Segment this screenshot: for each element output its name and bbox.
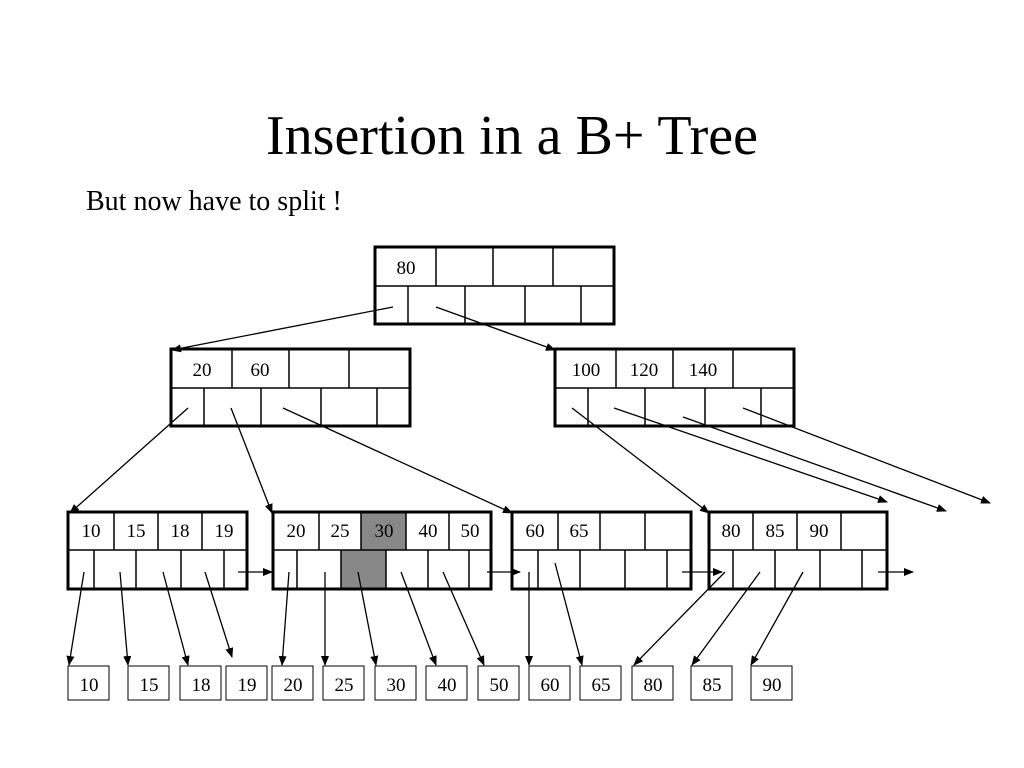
internal-right-key-2: 120 <box>630 360 659 381</box>
record-box: 60 <box>528 665 571 701</box>
slide-subtitle: But now have to split ! <box>86 186 342 217</box>
leaf-node-3: 60 65 <box>510 510 693 591</box>
leaf-node-1: 10 15 18 19 <box>66 510 249 591</box>
leaf2-key-3-highlighted: 30 <box>375 521 394 542</box>
highlight-key-cell <box>361 512 406 550</box>
svg-text:40: 40 <box>438 675 457 696</box>
svg-text:80: 80 <box>644 675 663 696</box>
record-box: 85 <box>690 665 733 701</box>
arrow-root-right <box>435 306 556 351</box>
arrow-int-right-1 <box>571 407 710 514</box>
svg-text:15: 15 <box>140 675 159 696</box>
record-box: 90 <box>750 665 793 701</box>
record-box: 19 <box>225 665 268 701</box>
svg-text:65: 65 <box>592 675 611 696</box>
leaf4-key-3: 90 <box>810 521 829 542</box>
leaf2-key-2: 25 <box>331 521 350 542</box>
record-box: 25 <box>322 665 365 701</box>
svg-text:20: 20 <box>284 675 303 696</box>
leaf1-key-1: 10 <box>82 521 101 542</box>
svg-text:50: 50 <box>490 675 509 696</box>
leaf1-key-3: 18 <box>171 521 190 542</box>
record-box: 30 <box>374 665 417 701</box>
arrow-int-left-2 <box>230 407 273 514</box>
internal-node-left: 20 60 <box>169 347 412 428</box>
svg-text:30: 30 <box>387 675 406 696</box>
record-box: 10 <box>67 665 110 701</box>
record-box: 18 <box>179 665 222 701</box>
pointer-arrows <box>66 306 991 666</box>
internal-right-key-1: 100 <box>572 360 601 381</box>
svg-text:18: 18 <box>192 675 211 696</box>
leaf1-key-2: 15 <box>127 521 146 542</box>
svg-text:60: 60 <box>541 675 560 696</box>
svg-text:19: 19 <box>238 675 257 696</box>
leaf3-key-1: 60 <box>526 521 545 542</box>
arrow-int-right-4 <box>742 407 991 504</box>
internal-node-right: 100 120 140 <box>553 347 796 428</box>
arrow-int-left-1 <box>69 407 189 514</box>
arrow-root-left <box>171 306 394 353</box>
leaf1-key-4: 19 <box>215 521 234 542</box>
highlight-pointer-cell <box>341 550 386 589</box>
record-row: 10 15 18 19 20 25 30 40 50 60 65 80 85 9… <box>67 665 793 701</box>
arrow-int-left-3 <box>282 407 513 514</box>
leaf2-key-1: 20 <box>287 521 306 542</box>
leaf-node-4: 80 85 90 <box>707 510 889 591</box>
record-box: 50 <box>477 665 520 701</box>
internal-right-key-3: 140 <box>689 360 718 381</box>
svg-text:10: 10 <box>80 675 99 696</box>
record-box: 65 <box>579 665 622 701</box>
internal-left-key-2: 60 <box>251 360 270 381</box>
leaf3-key-2: 65 <box>570 521 589 542</box>
slide-title: Insertion in a B+ Tree <box>266 105 758 167</box>
record-box: 80 <box>631 665 674 701</box>
svg-text:90: 90 <box>763 675 782 696</box>
svg-text:85: 85 <box>703 675 722 696</box>
record-box: 20 <box>271 665 314 701</box>
leaf-node-2: 20 25 30 40 50 <box>271 510 493 591</box>
internal-left-key-1: 20 <box>193 360 212 381</box>
leaf4-key-2: 85 <box>766 521 785 542</box>
leaf4-key-1: 80 <box>722 521 741 542</box>
root-key: 80 <box>397 258 416 279</box>
leaf2-key-5: 50 <box>461 521 480 542</box>
root-node: 80 <box>373 245 616 326</box>
record-box: 40 <box>425 665 468 701</box>
leaf2-key-4: 40 <box>419 521 438 542</box>
arrow-int-right-2 <box>613 407 888 503</box>
svg-text:25: 25 <box>335 675 354 696</box>
record-box: 15 <box>127 665 170 701</box>
arrow-int-right-3 <box>682 416 947 512</box>
